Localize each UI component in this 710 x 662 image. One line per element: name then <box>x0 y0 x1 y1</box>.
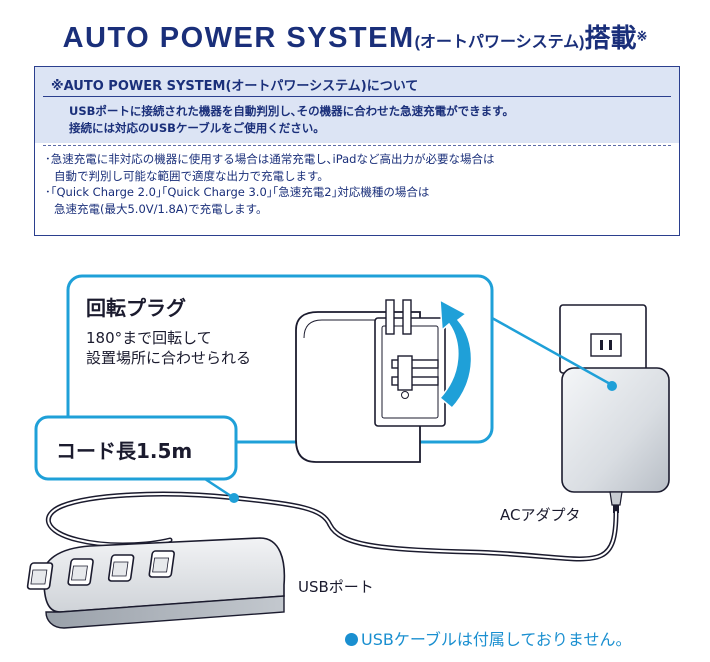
cord-length-label: コード長1.5m <box>56 439 193 463</box>
plug-callout-line: 設置場所に合わせられる <box>86 349 252 367</box>
footer-note: USBケーブルは付属しておりません。 <box>345 626 631 650</box>
plug-callout-text: 180°まで回転して 設置場所に合わせられる <box>86 328 251 368</box>
rotating-plug-icon <box>295 299 446 463</box>
bullet-dot-icon <box>345 633 358 646</box>
info-box: ※AUTO POWER SYSTEM(オートパワーシステム)について USBポー… <box>34 66 680 236</box>
title-note-mark: ※ <box>636 28 648 44</box>
page-title: AUTO POWER SYSTEM(オートパワーシステム)搭載※ <box>0 18 710 55</box>
footer-note-text: USBケーブルは付属しておりません。 <box>361 630 632 649</box>
usb-port-icon <box>67 558 94 586</box>
usb-port-icon <box>26 562 54 590</box>
info-description: USBポートに接続された機器を自動判別し､その機器に合わせた急速充電ができます。… <box>69 103 514 137</box>
info-dashed-divider <box>43 145 671 146</box>
usb-port-icon <box>148 550 175 578</box>
plug-callout-title: 回転プラグ <box>86 296 186 320</box>
title-paren: (オートパワーシステム) <box>414 34 585 51</box>
cord-callout <box>34 415 239 503</box>
note-line: ･｢Quick Charge 2.0｣｢Quick Charge 3.0｣｢急速… <box>45 185 430 199</box>
plug-leader-line <box>491 316 613 387</box>
note-line: 急速充電(最大5.0V/1.8A)で充電します。 <box>54 201 268 216</box>
info-header <box>35 67 679 143</box>
title-tail: 搭載 <box>584 23 637 53</box>
usb-port-label: USBポート <box>298 578 374 596</box>
info-desc-line: 接続には対応のUSBケーブルをご使用ください。 <box>69 121 325 135</box>
title-main: AUTO POWER SYSTEM <box>62 22 415 54</box>
plug-callout <box>66 274 494 463</box>
info-divider <box>43 96 671 97</box>
note-line: 自動で判別し可能な範囲で適度な出力で充電します。 <box>54 168 329 183</box>
usb-hub <box>26 537 286 629</box>
note-line: ･急速充電に非対応の機器に使用する場合は通常充電し､iPadなど高出力が必要な場… <box>45 152 495 166</box>
plug-callout-line: 180°まで回転して <box>86 329 212 347</box>
ac-adapter <box>561 367 670 513</box>
plug-leader-dot <box>607 381 617 391</box>
rotation-arrow-icon <box>438 298 473 410</box>
info-desc-line: USBポートに接続された機器を自動判別し､その機器に合わせた急速充電ができます。 <box>69 104 514 118</box>
info-notes: ･急速充電に非対応の機器に使用する場合は通常充電し､iPadなど高出力が必要な場… <box>45 151 494 217</box>
ac-adapter-label: ACアダプタ <box>500 506 581 524</box>
info-title: ※AUTO POWER SYSTEM(オートパワーシステム)について <box>51 79 419 94</box>
usb-port-icon <box>107 554 135 582</box>
wall-outlet <box>559 304 647 374</box>
